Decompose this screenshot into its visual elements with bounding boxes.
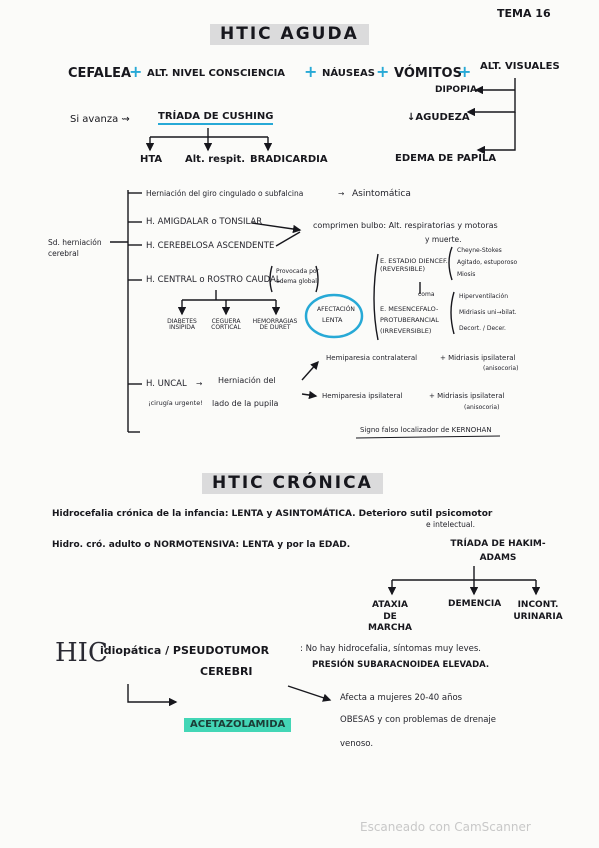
uncal-result2-sub: (anisocoria) — [464, 404, 500, 411]
central-diabetes: DIABETES INSÍPIDA — [167, 318, 197, 331]
plus-sign: + — [458, 62, 472, 81]
coma-label: coma — [418, 291, 435, 298]
hernia-uncal-desc1: Herniación del — [218, 376, 276, 385]
hernia-central-cause1: Provocada por — [276, 268, 320, 275]
uncal-result2-extra: + Midriasis ipsilateral — [429, 392, 505, 400]
visual-dipopia: DIPOPIA — [435, 85, 477, 95]
hernia-compression: comprimen bulbo: Alt. respiratorias y mo… — [313, 221, 498, 230]
symptom-alt-visuales: ALT. VISUALES — [480, 61, 560, 72]
central-ceguera: CEGUERA CORTICAL — [211, 318, 241, 331]
stage-diencefalo: E. ESTADIO DIENCEF. (REVERSIBLE) — [380, 257, 448, 274]
advance-prefix: Si avanza ⇝ — [70, 114, 130, 125]
stage2-sign-midriasis: Midriasis uni→bilat. — [459, 309, 517, 316]
uncal-result1: Hemiparesia contralateral — [326, 354, 418, 362]
kernohan-sign: Signo falso localizador de KERNOHAN — [360, 426, 492, 434]
cushing-triad-title: TRÍADA DE CUSHING — [158, 112, 274, 125]
hic-desc2: PRESIÓN SUBARACNOIDEA ELEVADA. — [312, 660, 490, 670]
hernia-uncal-arrow: → — [196, 379, 203, 388]
scanner-watermark: Escaneado con CamScanner — [360, 820, 531, 834]
plus-sign: + — [129, 62, 143, 81]
hakim-ataxia: ATAXIA DE MARCHA — [368, 600, 412, 634]
hic-note2: OBESAS y con problemas de drenaje — [340, 715, 497, 725]
hakim-demencia: DEMENCIA — [448, 599, 502, 609]
hernia-subfalcina-result: Asintomática — [352, 189, 411, 199]
visual-edema-papila: EDEMA DE PAPILA — [395, 153, 497, 164]
stage-mesencefalo-3: (IRREVERSIBLE) — [380, 327, 432, 335]
hernia-uncal: H. UNCAL — [146, 379, 187, 389]
cushing-hta: HTA — [140, 154, 163, 165]
hic-note3: venoso. — [340, 739, 374, 749]
stage1-sign-agitado: Agitado, estuporoso — [457, 259, 518, 266]
cronica-infancia: Hidrocefalia crónica de la infancia: LEN… — [52, 509, 493, 519]
hernia-subfalcina: Herniación del giro cingulado o subfalci… — [146, 189, 304, 198]
stage-mesencefalo-1: E. MESENCEFALO- — [380, 305, 439, 313]
hic-note1: Afecta a mujeres 20-40 años — [340, 693, 463, 703]
hakim-adams-title: TRÍADA DE HAKIM-ADAMS — [450, 539, 546, 563]
hakim-incontinencia: INCONT. URINARIA — [513, 600, 563, 622]
hernia-central: H. CENTRAL o ROSTRO CAUDAL — [146, 275, 281, 285]
hernia-central-cause2: edema global — [276, 278, 317, 285]
circle-lenta: LENTA — [322, 316, 343, 324]
cushing-bradicardia: BRADICARDIA — [250, 154, 328, 165]
cushing-alt-resp: Alt. respit. — [185, 154, 246, 165]
symptom-alt-consciencia: ALT. NIVEL CONSCIENCIA — [147, 68, 286, 79]
hernia-subfalcina-arrow: → — [338, 189, 345, 198]
stage2-sign-hiperv: Hiperventilación — [459, 293, 508, 300]
plus-sign: + — [376, 62, 390, 81]
plus-sign: + — [304, 62, 318, 81]
hic-title2: CEREBRI — [200, 665, 253, 678]
section-title-aguda: HTIC AGUDA — [210, 24, 369, 45]
tema-label: TEMA 16 — [497, 7, 551, 20]
sindromes-label: Sd. herniación cerebral — [48, 238, 102, 258]
symptom-cefalea: CEFALEA — [68, 66, 132, 81]
hernia-amigdalar: H. AMIGDALAR o TONSILAR — [146, 217, 263, 227]
stage-mesencefalo-2: PROTUBERANCIAL — [380, 316, 439, 324]
uncal-result1-extra: + Midriasis ipsilateral — [440, 354, 516, 362]
cronica-infancia-2: e intelectual. — [426, 520, 475, 529]
hic-treatment: ACETAZOLAMIDA — [184, 718, 292, 732]
uncal-result1-sub: (anisocoria) — [483, 365, 519, 372]
uncal-result2: Hemiparesia ipsilateral — [322, 392, 403, 400]
cronica-adulto: Hidro. cró. adulto o NORMOTENSIVA: LENTA… — [52, 540, 351, 550]
hernia-uncal-desc2: lado de la pupila — [212, 399, 279, 408]
visual-agudeza: ↓AGUDEZA — [407, 112, 470, 123]
hic-title1: idiopática / PSEUDOTUMOR — [100, 644, 270, 657]
central-duret: HEMORRAGIAS DE DURET — [252, 318, 298, 331]
stage2-sign-decort: Decort. / Decer. — [459, 325, 506, 332]
stage1-sign-cheyne: Cheyne-Stokes — [457, 247, 502, 254]
symptom-vomitos: VÓMITOS — [394, 66, 462, 81]
hernia-cerebelosa: H. CEREBELOSA ASCENDENTE — [146, 241, 275, 251]
hernia-compression2: y muerte. — [425, 235, 462, 244]
hernia-uncal-note: ¡cirugía urgente! — [148, 399, 203, 407]
hic-desc1: : No hay hidrocefalia, síntomas muy leve… — [300, 644, 481, 654]
section-title-cronica: HTIC CRÓNICA — [202, 473, 383, 494]
stage1-sign-miosis: Miosis — [457, 271, 476, 278]
symptom-nauseas: NÁUSEAS — [322, 68, 375, 79]
circle-afectacion: AFECTACIÓN — [317, 306, 355, 313]
hic-big-title: HIC — [55, 638, 108, 668]
